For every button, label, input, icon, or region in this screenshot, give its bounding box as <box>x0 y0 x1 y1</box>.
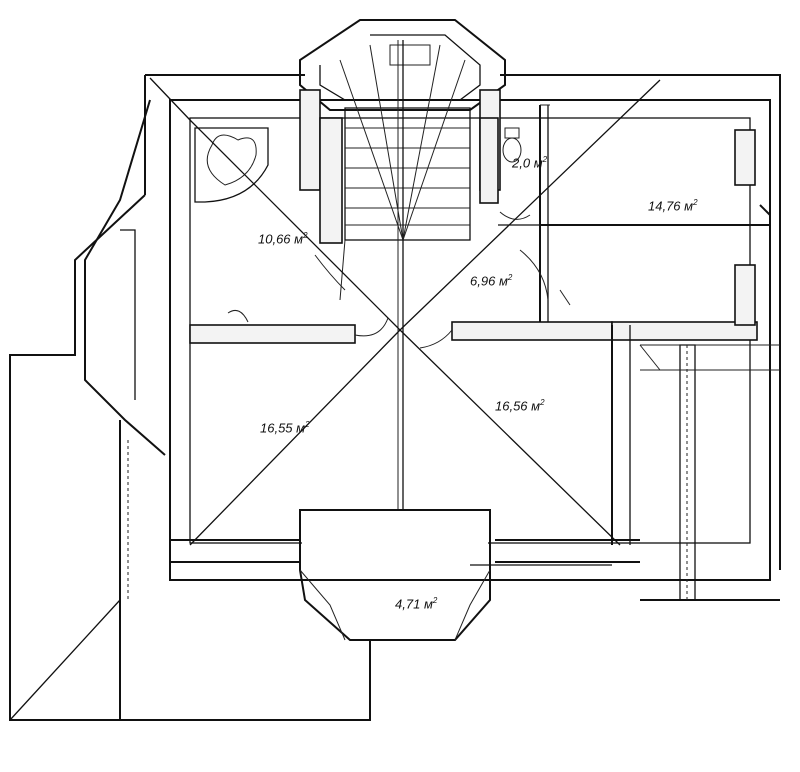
staircase <box>339 40 471 510</box>
area-label-room-southwest: 16,55 м2 <box>260 420 310 436</box>
area-label-bedroom-east: 14,76 м2 <box>648 198 698 214</box>
balcony <box>299 509 491 641</box>
interior-partitions <box>189 105 771 545</box>
west-bay <box>84 99 171 610</box>
area-label-room-southeast: 16,56 м2 <box>495 398 545 414</box>
area-label-hall: 6,96 м2 <box>470 273 513 289</box>
area-label-balcony: 4,71 м2 <box>395 596 438 612</box>
outer-roof-outline <box>9 74 781 721</box>
bathtub <box>194 127 269 203</box>
toilet <box>502 127 522 163</box>
roof-hip-lines <box>9 77 661 721</box>
east-extension <box>639 344 780 601</box>
doors <box>227 211 571 349</box>
area-label-bathroom: 10,66 м2 <box>258 231 308 247</box>
area-label-toilet: 2,0 м2 <box>512 155 548 171</box>
